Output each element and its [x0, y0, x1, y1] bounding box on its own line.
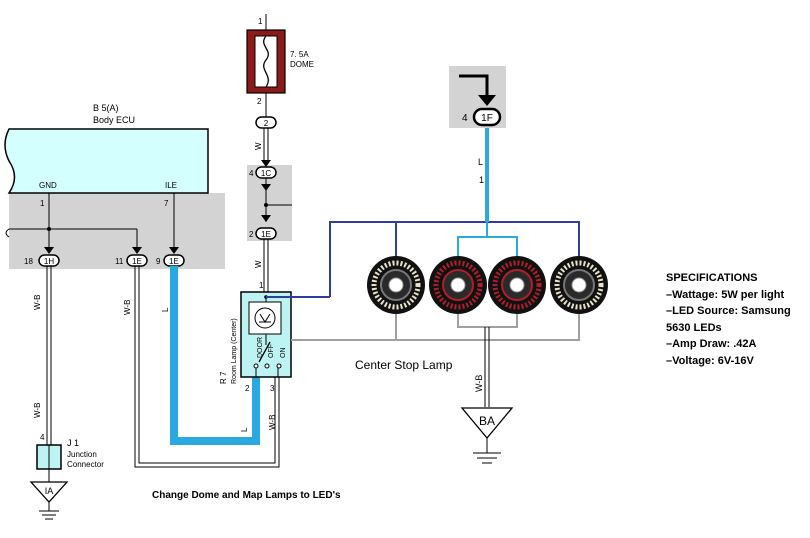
- arrow-1e-b: [169, 247, 179, 254]
- svg-text:W-B: W-B: [268, 415, 277, 430]
- navy-feed-wire: [329, 221, 580, 297]
- body-ecu-ref: B 5(A): [93, 103, 119, 113]
- svg-text:W-B: W-B: [33, 403, 42, 418]
- body-ecu-box: [4, 128, 209, 194]
- svg-text:1E: 1E: [169, 257, 179, 266]
- ecu-ile-label: ILE: [165, 181, 177, 190]
- svg-text:1: 1: [259, 281, 264, 290]
- svg-text:1C: 1C: [261, 169, 271, 178]
- svg-text:1E: 1E: [261, 230, 271, 239]
- gray-return-wire: [291, 314, 580, 341]
- svg-text:L: L: [161, 307, 170, 312]
- fuse-element-icon: [263, 35, 269, 88]
- svg-text:BA: BA: [479, 414, 495, 428]
- svg-text:W-B: W-B: [474, 375, 484, 392]
- svg-text:2: 2: [264, 119, 269, 128]
- connector-1e-a: [126, 254, 148, 267]
- svg-text:W: W: [254, 260, 263, 268]
- svg-text:4: 4: [40, 433, 45, 442]
- svg-text:R 7: R 7: [219, 371, 228, 384]
- spec-voltage: –Voltage: 6V-16V: [666, 354, 754, 367]
- svg-text:Connector: Connector: [67, 460, 104, 469]
- spec-led-source: –LED Source: Samsung: [666, 305, 791, 317]
- l-wire-blue: [170, 266, 260, 445]
- svg-text:1F: 1F: [481, 113, 493, 124]
- led-lamp-4: [550, 256, 608, 314]
- svg-text:J 1: J 1: [67, 438, 79, 448]
- svg-text:18: 18: [24, 257, 33, 266]
- svg-text:L: L: [240, 427, 249, 432]
- connector-2: [255, 116, 277, 129]
- arrow-1h: [44, 247, 54, 254]
- svg-text:3: 3: [270, 384, 275, 393]
- ground-ba: [460, 407, 514, 440]
- svg-text:4: 4: [462, 113, 468, 124]
- center-stop-lamp-label: Center Stop Lamp: [355, 358, 453, 372]
- svg-text:OFF: OFF: [268, 344, 275, 358]
- diagram-caption: Change Dome and Map Lamps to LED's: [152, 490, 341, 501]
- svg-text:2: 2: [257, 97, 262, 106]
- body-ecu-name: Body ECU: [93, 115, 135, 125]
- svg-text:Room Lamp (Center): Room Lamp (Center): [231, 318, 238, 384]
- svg-text:1: 1: [479, 175, 484, 185]
- svg-text:2: 2: [249, 230, 254, 239]
- ecu-gnd-label: GND: [39, 181, 57, 190]
- svg-text:W-B: W-B: [123, 300, 132, 315]
- svg-text:4: 4: [249, 169, 254, 178]
- svg-text:W: W: [254, 142, 263, 150]
- spec-wattage: –Wattage: 5W per light: [666, 288, 785, 301]
- specifications-panel: SPECIFICATIONS –Wattage: 5W per light –L…: [666, 270, 791, 369]
- svg-text:ON: ON: [280, 348, 287, 359]
- arrow-1e-a: [132, 247, 142, 254]
- connector-1e-top: [255, 227, 277, 240]
- ecu-pin-gnd: 1: [40, 199, 45, 208]
- svg-text:L: L: [478, 157, 483, 167]
- connector-1h: [38, 254, 60, 267]
- svg-text:9: 9: [156, 257, 161, 266]
- spec-amp-draw: –Amp Draw: .42A: [666, 338, 757, 350]
- ground-ia: [29, 481, 69, 503]
- svg-text:1: 1: [258, 17, 263, 26]
- led-lamp-1: [367, 256, 425, 314]
- lamp-switch-icon: [258, 341, 271, 363]
- svg-text:7. 5A: 7. 5A: [290, 50, 309, 59]
- svg-text:Junction: Junction: [67, 450, 97, 459]
- svg-text:1H: 1H: [44, 257, 54, 266]
- connector-1f: [472, 107, 502, 127]
- svg-text:IA: IA: [45, 486, 54, 496]
- led-lamp-3: [488, 256, 546, 314]
- spec-led-source-cont: 5630 LEDs: [666, 321, 722, 334]
- wb-wire-to-lamp: [134, 266, 280, 468]
- svg-text:1E: 1E: [132, 257, 142, 266]
- svg-text:DOME: DOME: [290, 60, 314, 69]
- svg-text:DOOR: DOOR: [257, 337, 264, 358]
- svg-text:11: 11: [115, 257, 124, 266]
- arrow-1f: [478, 95, 496, 106]
- svg-text:W-B: W-B: [33, 295, 42, 310]
- led-lamp-2: [429, 256, 487, 314]
- lamp-bulb-icon: [254, 307, 276, 329]
- ecu-pin-ile: 7: [164, 199, 169, 208]
- specs-title: SPECIFICATIONS: [666, 272, 758, 284]
- svg-text:2: 2: [245, 384, 250, 393]
